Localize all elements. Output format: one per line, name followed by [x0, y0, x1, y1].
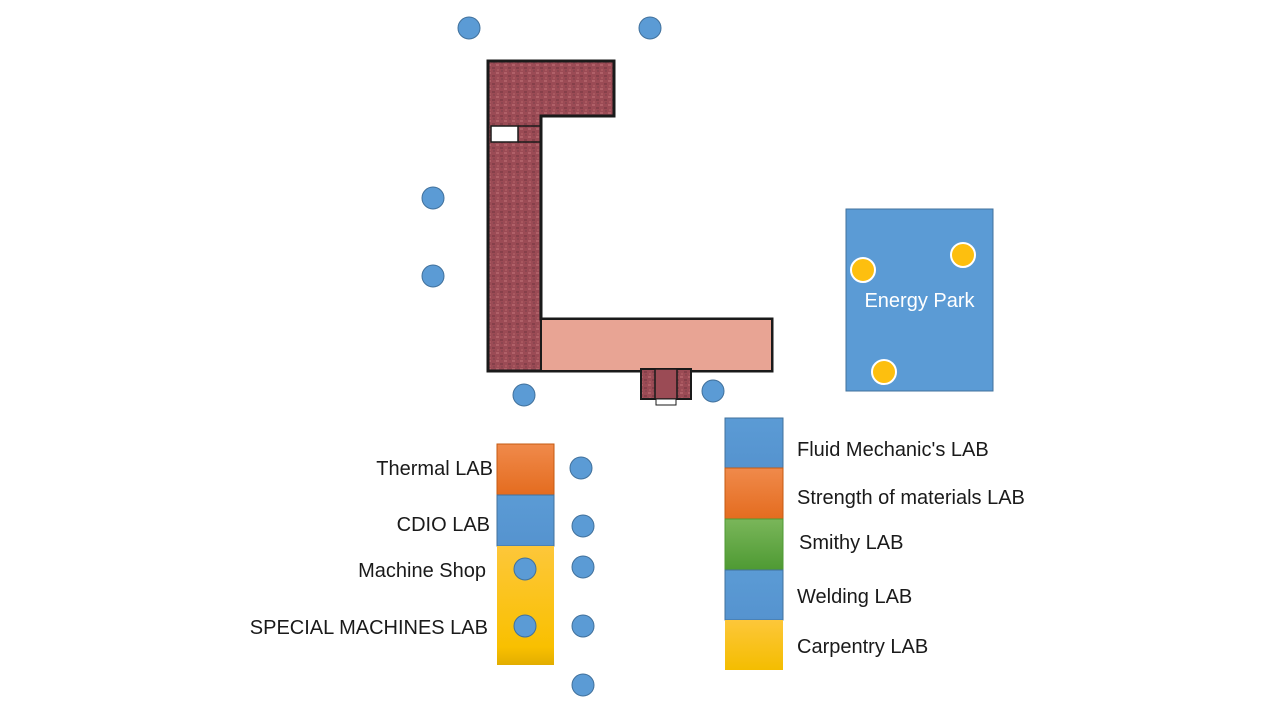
- smithy-lab-label: Smithy LAB: [799, 532, 904, 554]
- location-marker: [571, 514, 595, 538]
- special-machines-lab-label: SPECIAL MACHINES LAB: [249, 617, 488, 639]
- energy-park-area: [845, 208, 994, 392]
- special-machines-marker: [513, 614, 537, 638]
- carpentry-lab-block: [725, 620, 783, 670]
- energy-park-marker: [950, 242, 976, 268]
- location-marker: [638, 16, 662, 40]
- location-marker: [571, 555, 595, 579]
- cdio-lab-label: CDIO LAB: [396, 514, 490, 536]
- energy-park-marker: [871, 359, 897, 385]
- location-marker: [421, 264, 445, 288]
- strength-lab-block: [724, 467, 784, 520]
- carpentry-lab-label: Carpentry LAB: [797, 636, 929, 658]
- energy-park-marker: [850, 257, 876, 283]
- fluid-lab-block: [724, 417, 784, 469]
- strength-of-materials-lab-label: Strength of materials LAB: [797, 487, 1025, 509]
- smithy-lab-block: [724, 518, 784, 571]
- location-marker: [569, 456, 593, 480]
- location-marker: [571, 673, 595, 697]
- cdio-lab-block: [496, 494, 555, 547]
- location-marker: [701, 379, 725, 403]
- thermal-lab-block: [496, 443, 555, 496]
- energy-park-label: Energy Park: [864, 290, 975, 312]
- machine-shop-label: Machine Shop: [358, 560, 486, 582]
- building-wing: [540, 318, 773, 372]
- building-door: [490, 125, 519, 143]
- fluid-mechanics-lab-label: Fluid Mechanic's LAB: [797, 439, 989, 461]
- thermal-lab-label: Thermal LAB: [376, 458, 493, 480]
- location-marker: [457, 16, 481, 40]
- machine-shop-marker: [513, 557, 537, 581]
- welding-lab-block: [724, 569, 784, 621]
- welding-lab-label: Welding LAB: [797, 586, 913, 608]
- location-marker: [571, 614, 595, 638]
- location-marker: [512, 383, 536, 407]
- location-marker: [421, 186, 445, 210]
- main-building: [486, 59, 774, 406]
